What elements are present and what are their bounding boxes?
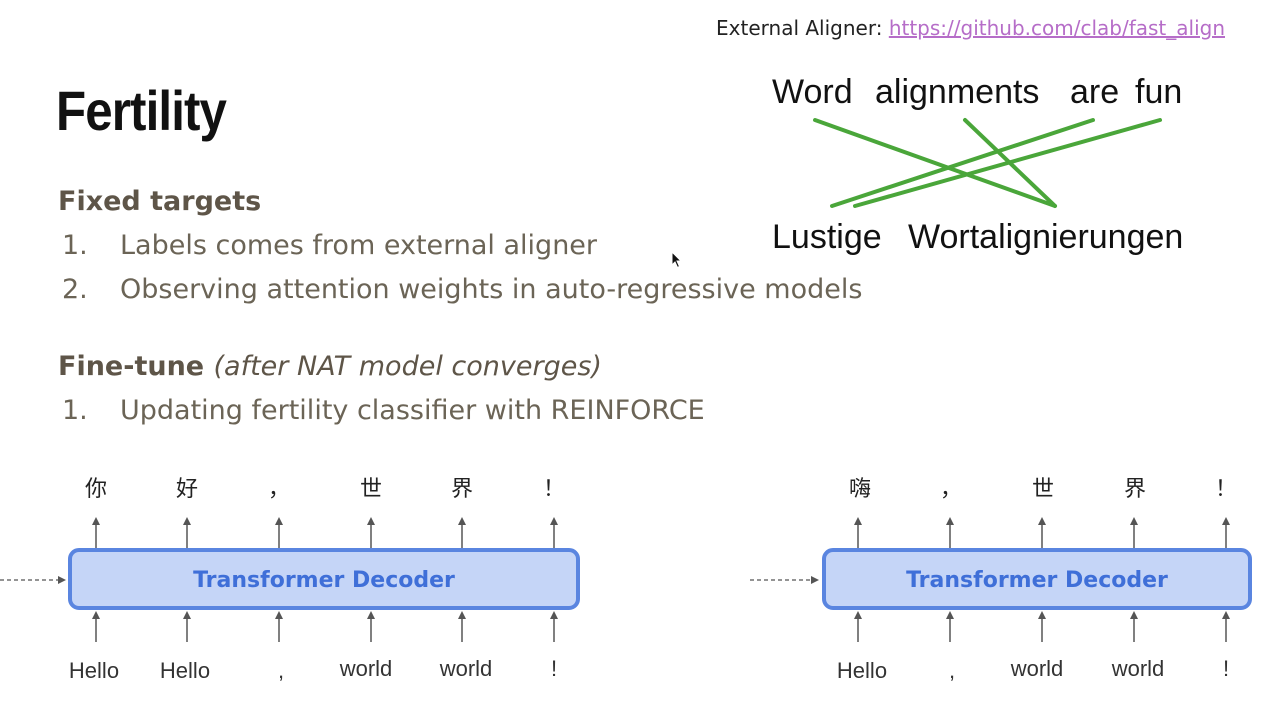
output-token: 嗨 (849, 477, 871, 502)
input-token: , (278, 658, 284, 683)
input-token: world (1111, 656, 1165, 681)
list-text: Updating fertility classifier with REINF… (120, 395, 705, 426)
input-token: world (439, 656, 493, 681)
transformer-decoder-block (822, 548, 1252, 610)
output-token: 好 (176, 477, 198, 502)
output-token: ！ (543, 477, 565, 502)
input-token: Hello (69, 658, 119, 683)
output-token: 世 (1032, 477, 1054, 502)
target-word-wortalignierungen: Wortalignierungen (908, 218, 1183, 256)
list-number: 2. (62, 274, 88, 305)
decoder-diagram-right: Transformer Decoder 嗨 ， 世 界 ！ Hello , wo… (750, 477, 1252, 683)
word-alignment-figure: Word alignments are fun Lustige Wortalig… (772, 73, 1183, 256)
list-text: Labels comes from external aligner (120, 230, 598, 261)
transformer-decoder-block (68, 548, 580, 610)
source-word-fun: fun (1135, 73, 1182, 111)
input-token: , (949, 658, 955, 683)
input-token: Hello (160, 658, 210, 683)
slide-title: Fertility (56, 79, 227, 142)
input-token: world (1010, 656, 1064, 681)
output-token: 界 (1124, 477, 1146, 502)
list-number: 1. (62, 395, 88, 426)
external-aligner-label: External Aligner: (716, 16, 883, 40)
fixed-targets-item-1: 1. Labels comes from external aligner (62, 230, 597, 261)
output-token: ！ (1215, 477, 1237, 502)
fixed-targets-heading: Fixed targets (58, 186, 262, 217)
output-token: ， (268, 477, 290, 502)
input-token: ! (1223, 656, 1229, 681)
alignment-line (830, 118, 1095, 208)
source-word-are: are (1070, 73, 1119, 111)
fixed-targets-item-2: 2. Observing attention weights in auto-re… (62, 274, 862, 305)
output-token: 界 (451, 477, 473, 502)
source-word-word: Word (772, 73, 853, 111)
alignment-line (853, 118, 1162, 208)
input-token: world (339, 656, 393, 681)
output-token: ， (940, 477, 962, 502)
mouse-cursor-icon (671, 251, 683, 269)
output-token: 你 (85, 477, 107, 502)
fine-tune-title: Fine-tune (58, 351, 205, 382)
fast-align-link[interactable]: https://github.com/clab/fast_align (888, 16, 1225, 40)
output-token: 世 (360, 477, 382, 502)
fine-tune-note: (after NAT model converges) (213, 351, 602, 382)
alignment-line (813, 118, 1057, 208)
input-token: Hello (837, 658, 887, 683)
list-number: 1. (62, 230, 88, 261)
fine-tune-item-1: 1. Updating fertility classifier with REI… (62, 395, 705, 426)
transformer-decoder-label: Transformer Decoder (193, 568, 455, 593)
decoder-diagram-left: Transformer Decoder 你 好 ， 世 界 ！ Hello H (0, 477, 580, 683)
fine-tune-heading: Fine-tune (after NAT model converges) (58, 351, 602, 382)
transformer-decoder-label: Transformer Decoder (906, 568, 1168, 593)
list-text: Observing attention weights in auto-regr… (120, 274, 863, 305)
source-word-alignments: alignments (875, 73, 1039, 111)
external-aligner-note: External Aligner: https://github.com/cla… (716, 16, 1225, 40)
input-token: ! (551, 656, 557, 681)
target-word-lustige: Lustige (772, 218, 882, 256)
